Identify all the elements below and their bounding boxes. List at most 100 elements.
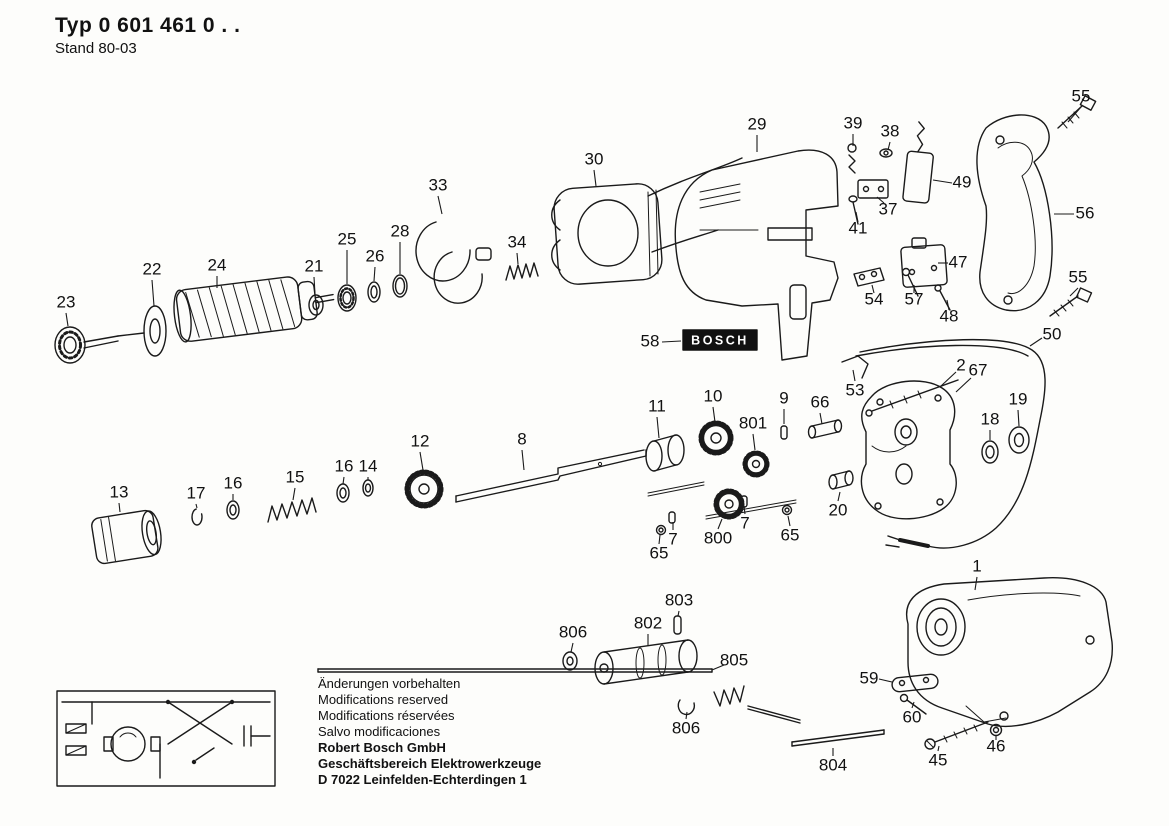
callout-leader-17-42 bbox=[195, 503, 198, 509]
callout-leader-2-26 bbox=[940, 371, 957, 387]
callout-leader-7-47 bbox=[743, 505, 746, 515]
header: Typ 0 601 461 0 . . Stand 80-03 bbox=[55, 14, 240, 57]
callout-leader-10-31 bbox=[712, 406, 716, 423]
part-30-stator bbox=[551, 157, 743, 285]
callout-leader-26-11 bbox=[373, 266, 376, 282]
callout-label-34-8: 34 bbox=[508, 232, 527, 251]
part-34-spring bbox=[505, 262, 539, 281]
callout-leader-50-24 bbox=[1029, 337, 1043, 347]
callout-leader-58-23 bbox=[661, 340, 682, 343]
footer-note: Salvo modificaciones bbox=[318, 724, 441, 739]
callout-leader-55-22 bbox=[1069, 287, 1079, 297]
callout-label-19-35: 19 bbox=[1009, 389, 1028, 408]
part-49-suppressor bbox=[902, 121, 934, 204]
wiring-schematic bbox=[56, 690, 276, 787]
part-47-switch bbox=[900, 237, 948, 288]
callout-leader-805-53 bbox=[711, 664, 725, 671]
part-803-pin bbox=[673, 615, 682, 635]
callout-label-24-12: 24 bbox=[208, 255, 227, 274]
part-13-sleeve bbox=[91, 509, 162, 565]
callout-label-10-31: 10 bbox=[704, 386, 723, 405]
spring-and-link bbox=[713, 685, 801, 724]
callout-label-67-27: 67 bbox=[969, 360, 988, 379]
part-806-ring-left bbox=[562, 651, 578, 671]
part-7-pin-left bbox=[668, 511, 676, 524]
callout-leader-48-21 bbox=[946, 299, 950, 311]
callout-label-48-21: 48 bbox=[940, 306, 959, 325]
callout-leader-60-55 bbox=[911, 701, 915, 709]
callout-leader-67-27 bbox=[955, 377, 972, 393]
callout-label-801-30: 801 bbox=[739, 413, 767, 432]
callout-label-47-17: 47 bbox=[949, 252, 968, 271]
part-23-ball-bearing bbox=[54, 326, 86, 364]
callout-label-14-39: 14 bbox=[359, 456, 378, 475]
callout-leader-21-13 bbox=[313, 276, 316, 295]
callout-leader-33-6 bbox=[437, 195, 443, 215]
callout-label-13-43: 13 bbox=[110, 482, 129, 501]
part-15-spring bbox=[267, 497, 317, 523]
part-1-handle-housing bbox=[906, 577, 1113, 727]
part-53-lever bbox=[841, 355, 869, 379]
part-65-ring-right bbox=[781, 504, 793, 516]
type-number-line: Typ 0 601 461 0 . . bbox=[55, 14, 240, 38]
callout-label-7-47: 7 bbox=[740, 513, 749, 532]
callout-label-2-26: 2 bbox=[956, 355, 965, 374]
callout-label-38-3: 38 bbox=[881, 121, 900, 140]
callout-label-17-42: 17 bbox=[187, 483, 206, 502]
callout-label-58-23: 58 bbox=[641, 331, 660, 350]
callout-label-12-34: 12 bbox=[411, 431, 430, 450]
callout-label-806-51: 806 bbox=[559, 622, 587, 641]
callout-leader-65-48 bbox=[787, 515, 791, 527]
callout-label-30-4: 30 bbox=[585, 149, 604, 168]
part-65-ring-left bbox=[655, 524, 667, 536]
footer-block: Änderungen vorbehalten Modifications res… bbox=[318, 676, 541, 788]
callout-leader-803-50 bbox=[677, 610, 680, 617]
part-19-bearing bbox=[1008, 426, 1030, 454]
callout-leader-45-57 bbox=[937, 745, 940, 752]
callout-label-806-56: 806 bbox=[672, 718, 700, 737]
callout-label-805-53: 805 bbox=[720, 650, 748, 669]
part-56-handle bbox=[976, 114, 1053, 312]
callout-label-25-9: 25 bbox=[338, 229, 357, 248]
part-2-gearbox-housing bbox=[860, 380, 957, 520]
part-26-washer bbox=[367, 281, 381, 303]
callout-label-1-49: 1 bbox=[972, 556, 981, 575]
part-805-rod bbox=[317, 668, 713, 673]
part-806-ring-bottom bbox=[677, 699, 696, 716]
part-57-screw bbox=[901, 267, 919, 297]
company-division: Geschäftsbereich Elektrowerkzeuge bbox=[318, 756, 542, 771]
part-12-gear bbox=[404, 469, 444, 509]
footer-note: Modifications réservées bbox=[318, 708, 455, 723]
callout-leader-801-30 bbox=[752, 433, 756, 451]
callout-leader-806-51 bbox=[570, 642, 574, 653]
callout-label-28-10: 28 bbox=[391, 221, 410, 240]
callout-label-60-55: 60 bbox=[903, 707, 922, 726]
callout-label-37-15: 37 bbox=[879, 199, 898, 218]
callout-label-65-44: 65 bbox=[650, 543, 669, 562]
callout-leader-13-43 bbox=[118, 502, 121, 513]
callout-label-23-18: 23 bbox=[57, 292, 76, 311]
part-21-washer bbox=[308, 294, 324, 316]
callout-leader-34-8 bbox=[516, 252, 519, 265]
callout-label-800-46: 800 bbox=[704, 528, 732, 547]
callout-leader-66-28 bbox=[819, 412, 823, 425]
revision-date: Stand 80-03 bbox=[55, 40, 137, 57]
part-59-clip bbox=[891, 673, 939, 693]
callout-label-16-38: 16 bbox=[335, 456, 354, 475]
callout-label-46-58: 46 bbox=[987, 736, 1006, 755]
callout-label-55-22: 55 bbox=[1069, 267, 1088, 286]
callout-label-11-32: 11 bbox=[648, 396, 666, 415]
callout-label-802-52: 802 bbox=[634, 613, 662, 632]
callout-leader-54-19 bbox=[871, 284, 875, 294]
brand-plate-text: BOSCH bbox=[691, 333, 749, 347]
type-number: 0 601 461 0 . . bbox=[98, 14, 241, 37]
callout-leader-12-34 bbox=[419, 451, 424, 471]
callout-label-50-24: 50 bbox=[1043, 324, 1062, 343]
part-9-pin bbox=[780, 425, 788, 440]
callout-label-21-13: 21 bbox=[305, 256, 324, 275]
callout-label-57-20: 57 bbox=[905, 289, 924, 308]
callout-label-16-41: 16 bbox=[224, 473, 243, 492]
